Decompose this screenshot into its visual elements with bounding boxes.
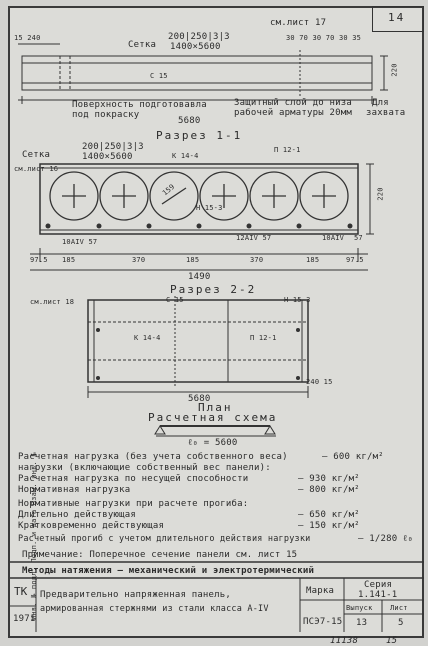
- top-c15: С 15: [150, 72, 168, 80]
- top-left-dims: 15 240: [14, 34, 41, 42]
- s1-n15: Н 15-3: [196, 204, 223, 212]
- top-length: 5680: [178, 116, 201, 126]
- s1-rebar-left: 10АIV 57: [62, 238, 98, 246]
- top-surface-note-2: под покраску: [72, 110, 140, 120]
- note: Примечание: Поперечное сечение панели см…: [22, 550, 298, 560]
- load-label-2: Расчетная нагрузка по несущей способност…: [18, 474, 249, 484]
- s2-length: 5680: [188, 394, 211, 404]
- load-label-1: нагрузки (включающие собственный вес пан…: [18, 463, 271, 473]
- load-value-6: – 150 кг/м²: [298, 521, 360, 531]
- load-label-0: Расчетная нагрузка (без учета собственно…: [18, 452, 288, 462]
- top-mesh-size: 200|250|3|3: [168, 32, 230, 42]
- title-mark: ПСЭ7-15: [303, 617, 343, 627]
- section-2-title: Разрез 2-2: [170, 283, 257, 296]
- s1-dim-0: 97.5: [30, 256, 48, 264]
- top-grip-note-1: Для: [372, 98, 389, 108]
- methods: Методы натяжения — механический и электр…: [22, 566, 315, 576]
- s1-mesh-size: 200|250|3|3: [82, 142, 144, 152]
- title-sheet-label: Лист: [390, 604, 408, 612]
- load-value-3: – 800 кг/м²: [298, 485, 360, 495]
- title-issue-label: Выпуск: [346, 604, 373, 612]
- s1-dim-1: 185: [62, 256, 76, 264]
- footer-right: 15: [386, 636, 398, 646]
- title-series-label: Серия: [364, 580, 393, 590]
- top-mesh-label: Сетка: [128, 40, 157, 50]
- s1-dim-2: 370: [132, 256, 146, 264]
- s1-rebar-right2: 57: [354, 234, 363, 242]
- s1-dim-6: 97.5: [346, 256, 364, 264]
- top-surface-note-1: Поверхность подготовавла: [72, 100, 207, 110]
- load-value-7: – 1/280 ℓ₀: [358, 534, 414, 544]
- top-spacing-dims: 30 70 30 70 30 35: [286, 34, 362, 42]
- sheet-number: 14: [388, 11, 406, 24]
- load-value-2: – 930 кг/м²: [298, 474, 360, 484]
- s1-total: 1490: [188, 272, 211, 282]
- title-issue: 13: [356, 618, 368, 628]
- load-label-6: Кратковременно действующая: [18, 521, 165, 531]
- top-mesh-dims: 1400×5600: [170, 42, 221, 52]
- top-height: 220: [390, 63, 399, 77]
- s1-height: 220: [376, 187, 385, 201]
- top-cover-note-1: Защитный слой до низа: [234, 98, 352, 108]
- load-label-5: Длительно действующая: [18, 510, 136, 520]
- plan-title: План: [198, 401, 233, 414]
- title-desc-2: армированная стержнями из стали класса А…: [40, 604, 269, 614]
- s1-dim-3: 185: [186, 256, 200, 264]
- title-mark-label: Марка: [306, 586, 335, 596]
- load-label-3: Нормативная нагрузка: [18, 485, 131, 495]
- s1-p12: П 12-1: [274, 146, 301, 154]
- title-tk: ТК: [14, 585, 28, 598]
- title-desc-1: Предварительно напряженная панель,: [40, 590, 232, 600]
- scheme-span: ℓ₀ = 5600: [188, 438, 238, 448]
- load-label-7: Расчетный прогиб с учетом длительного де…: [18, 534, 311, 544]
- sheet-number-box: [372, 6, 424, 32]
- section-1-title: Разрез 1-1: [156, 129, 243, 142]
- s2-end-dims: 240 15: [306, 378, 333, 386]
- s1-k14: К 14-4: [172, 152, 199, 160]
- title-year: 1971: [13, 614, 36, 624]
- load-value-5: – 650 кг/м²: [298, 510, 360, 520]
- top-sm-list: см.лист 17: [270, 18, 327, 28]
- s2-c15: С 15: [166, 296, 184, 304]
- s1-rebar-right: 10АIV: [322, 234, 345, 242]
- s1-rebar-mid: 12АIV 57: [236, 234, 272, 242]
- top-grip-note-2: захвата: [366, 108, 406, 118]
- footer-left: 11138: [330, 636, 359, 646]
- s1-sm-list: см.лист 16: [14, 165, 59, 173]
- title-sheet: 5: [398, 618, 404, 628]
- s2-k14: К 14-4: [134, 334, 161, 342]
- s1-dim-4: 370: [250, 256, 264, 264]
- top-cover-note-2: рабочей арматуры 20мм: [234, 108, 352, 118]
- s2-sm-list: см.лист 18: [30, 298, 75, 306]
- s2-n15: Н 15-3: [284, 296, 311, 304]
- s1-mesh-label: Сетка: [22, 150, 51, 160]
- s1-mesh-dims: 1400×5600: [82, 152, 133, 162]
- scheme-title: Расчетная схема: [148, 411, 278, 424]
- s2-p12: П 12-1: [250, 334, 277, 342]
- load-label-4: Нормативные нагрузки при расчете прогиба…: [18, 499, 249, 509]
- s1-dim-5: 185: [306, 256, 320, 264]
- load-value-0: – 600 кг/м²: [322, 452, 384, 462]
- title-series: 1.141-1: [358, 590, 398, 600]
